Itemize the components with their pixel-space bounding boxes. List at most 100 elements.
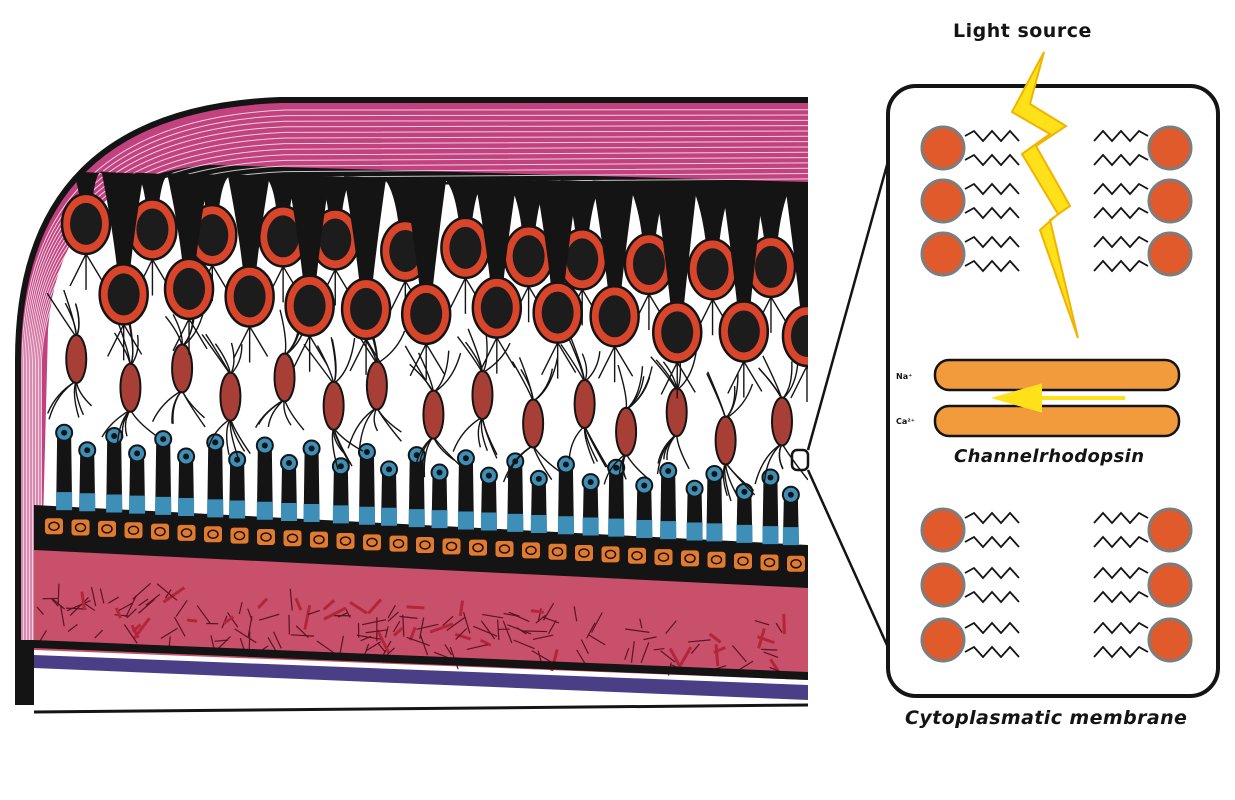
- pigment-cell-nucleus: [818, 561, 828, 569]
- pigment-cell-nucleus: [286, 533, 299, 544]
- pigment-cell: [228, 525, 251, 546]
- choroid-vessel: [337, 612, 348, 618]
- bipolar-cell-body: [573, 379, 596, 430]
- photoreceptor-outer-segment: [636, 520, 653, 539]
- lightning-bolt-icon: [1010, 51, 1079, 339]
- choroid-vessel: [408, 626, 417, 641]
- choroid-vessel: [273, 631, 282, 649]
- pigment-cell-nucleus: [207, 529, 219, 540]
- choroid-vessel: [537, 650, 542, 663]
- photoreceptor-outer-segment: [480, 512, 497, 531]
- choroid-vessel: [531, 650, 553, 663]
- lipid-head: [1147, 178, 1193, 224]
- choroid-vessel: [360, 635, 372, 642]
- bipolar-cell-body: [471, 369, 494, 420]
- pigment-cell: [626, 545, 648, 566]
- lipid-head: [920, 125, 966, 171]
- ganglion-axon: [101, 171, 144, 275]
- pigment-cell: [493, 539, 516, 560]
- ganglion-cell-nucleus: [267, 215, 300, 258]
- photoreceptor-nucleolus: [212, 439, 219, 446]
- photoreceptor-body: [56, 434, 73, 511]
- choroid-vessel: [630, 641, 635, 663]
- photoreceptor-layer: [55, 423, 800, 546]
- choroid-vessel: [67, 623, 78, 632]
- lipid-tail: [964, 153, 1020, 167]
- choroid-vessel: [419, 633, 429, 656]
- photoreceptor-outer-segment: [332, 505, 349, 524]
- choroid-vessel: [754, 619, 770, 626]
- retina-outline: [15, 97, 809, 714]
- photoreceptor-outer-segment: [431, 510, 448, 529]
- pigment-cell-nucleus: [737, 556, 749, 566]
- choroid-vessel: [125, 594, 138, 618]
- bipolar-axon-branch: [502, 444, 534, 483]
- choroid-vessel: [69, 597, 89, 617]
- choroid-vessel: [580, 639, 589, 655]
- lipid-head: [920, 178, 966, 224]
- choroid-vessel: [384, 626, 389, 638]
- ganglion-axon: [167, 172, 210, 269]
- photoreceptor-nucleolus: [286, 460, 293, 467]
- bipolar-axon-branch: [452, 416, 483, 452]
- choroid-vessel: [732, 645, 747, 663]
- ion-flow-arrow-icon: [990, 383, 1125, 413]
- photoreceptor-outer-segment: [736, 524, 753, 543]
- ganglion-cell-nucleus: [389, 229, 422, 272]
- choroid-vessel: [367, 598, 383, 615]
- pigment-cell: [467, 537, 489, 558]
- lipid-tail: [1093, 645, 1149, 659]
- choroid-vessel: [247, 615, 253, 638]
- photoreceptor-nucleolus: [183, 453, 190, 460]
- choroid-vessel: [782, 613, 786, 635]
- lipid-head: [1147, 231, 1193, 277]
- lipid-head: [920, 617, 966, 663]
- choroid-vessel: [138, 598, 156, 614]
- photoreceptor-outer-segment: [106, 494, 123, 513]
- choroid-vessel: [708, 632, 722, 644]
- pigment-cell: [813, 556, 833, 574]
- choroid-vessel: [175, 599, 188, 617]
- lipid-tail: [1093, 259, 1149, 273]
- photoreceptor-nucleolus: [562, 461, 569, 468]
- photoreceptor-nucleolus: [485, 472, 492, 479]
- choroid-vessel: [643, 636, 657, 641]
- choroid-vessel: [535, 614, 547, 624]
- ganglion-axon: [64, 170, 107, 204]
- lipid-tail: [1093, 566, 1149, 580]
- choroid-vessel: [377, 643, 387, 653]
- calcium-ion-label: Ca²⁺: [896, 417, 915, 426]
- channel-upper-segment: [933, 358, 1181, 392]
- choroid-vessel: [322, 599, 336, 611]
- choroid-vessel: [66, 600, 91, 612]
- pigment-cell: [705, 549, 728, 570]
- bipolar-dendrite: [725, 383, 754, 420]
- photoreceptor-body: [155, 441, 172, 515]
- ganglion-cell-nucleus: [696, 248, 729, 291]
- ganglion-axon: [287, 175, 330, 286]
- photoreceptor-nucleolus: [134, 450, 141, 457]
- choroid-vessel: [294, 597, 303, 611]
- ganglion-cell-nucleus: [449, 226, 482, 269]
- photoreceptor-outer-segment: [207, 499, 224, 518]
- choroid-vessel: [267, 637, 277, 652]
- choroid-vessel: [99, 588, 105, 604]
- choroid-vessel: [387, 611, 399, 622]
- pigment-cell-nucleus: [233, 530, 246, 541]
- choroid-vessel: [455, 627, 468, 640]
- pigment-cell-nucleus: [472, 542, 484, 553]
- choroid-vessel: [591, 611, 603, 633]
- choroid-vessel: [547, 620, 557, 635]
- photoreceptor-nucleolus: [691, 485, 698, 492]
- photoreceptor-body: [207, 444, 224, 518]
- photoreceptor-nucleolus: [613, 464, 620, 471]
- photoreceptor-body: [256, 447, 273, 520]
- lipid-head: [920, 562, 966, 608]
- choroid-vessel: [94, 629, 103, 639]
- choroid-vessel: [289, 588, 293, 611]
- choroid-vessel: [524, 630, 548, 633]
- pigment-cell: [387, 533, 410, 554]
- lipid-tail: [1093, 235, 1149, 249]
- ganglion-cell-nucleus: [727, 310, 760, 353]
